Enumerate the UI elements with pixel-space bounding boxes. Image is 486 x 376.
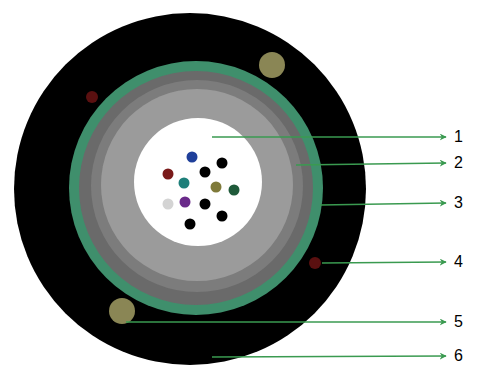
ripcord — [86, 91, 98, 103]
fibres — [163, 152, 240, 230]
callout-number: 6 — [454, 347, 463, 365]
callout-number: 2 — [454, 154, 463, 172]
armour-layer — [69, 61, 323, 315]
ripcord — [309, 257, 321, 269]
callout-number: 1 — [454, 128, 463, 146]
inner-ring — [91, 80, 303, 292]
steel-wire — [109, 298, 135, 324]
callout-number: 5 — [454, 313, 463, 331]
callout-number: 4 — [454, 253, 463, 271]
leader-lines — [126, 137, 446, 357]
outer-sheath — [14, 13, 366, 365]
gel-layer — [101, 89, 293, 281]
callout-number: 3 — [454, 194, 463, 212]
steel-wire — [259, 52, 285, 78]
water-blocking-layer — [79, 71, 313, 305]
